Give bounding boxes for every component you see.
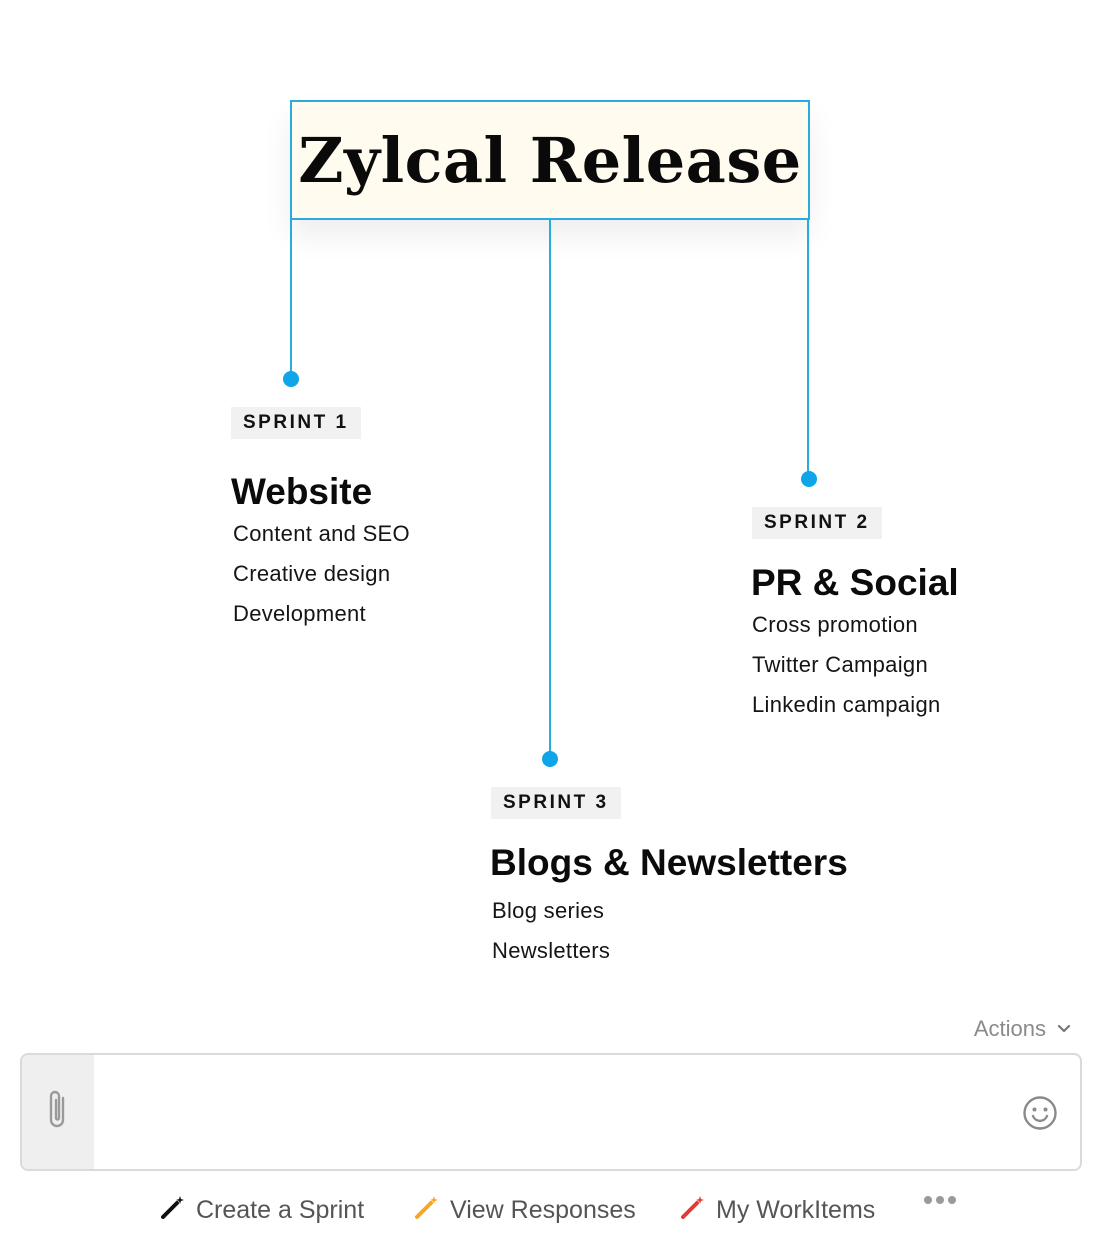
sprint-1-item: Creative design bbox=[233, 561, 391, 586]
shortcut-create-sprint[interactable]: Create a Sprint bbox=[160, 1188, 364, 1232]
node-dot-sprint-3 bbox=[542, 751, 558, 767]
shortcut-view-responses[interactable]: View Responses bbox=[414, 1188, 636, 1232]
message-composer bbox=[20, 1053, 1082, 1171]
shortcut-label: View Responses bbox=[450, 1195, 636, 1224]
sprint-tag-1: SPRINT 1 bbox=[231, 407, 361, 439]
sprint-1-item: Development bbox=[233, 601, 366, 626]
sprint-2-item: Linkedin campaign bbox=[752, 692, 941, 717]
magic-wand-icon bbox=[680, 1194, 706, 1227]
actions-label: Actions bbox=[973, 1016, 1046, 1041]
sprint-tag-3: SPRINT 3 bbox=[491, 787, 621, 819]
paperclip-icon bbox=[44, 1088, 72, 1137]
node-dot-sprint-1 bbox=[283, 371, 299, 387]
connector-sprint-3 bbox=[549, 218, 551, 758]
release-title: Zylcal Release bbox=[298, 123, 802, 197]
actions-dropdown[interactable]: Actions bbox=[974, 1016, 1072, 1042]
sprint-tag-2: SPRINT 2 bbox=[752, 507, 882, 539]
connector-sprint-2 bbox=[807, 218, 809, 478]
dot bbox=[936, 1196, 944, 1204]
magic-wand-icon bbox=[414, 1194, 440, 1227]
shortcut-label: My WorkItems bbox=[716, 1195, 876, 1224]
sprint-1-item: Content and SEO bbox=[233, 521, 410, 546]
node-dot-sprint-2 bbox=[801, 471, 817, 487]
sprint-title-3: Blogs & Newsletters bbox=[490, 842, 848, 883]
shortcut-label: Create a Sprint bbox=[196, 1195, 365, 1224]
release-title-box: Zylcal Release bbox=[290, 100, 810, 220]
magic-wand-icon bbox=[160, 1194, 186, 1227]
dot bbox=[948, 1196, 956, 1204]
dot bbox=[924, 1196, 932, 1204]
sprint-3-item: Blog series bbox=[492, 898, 605, 923]
sprint-2-item: Cross promotion bbox=[752, 612, 918, 637]
message-input[interactable] bbox=[106, 1065, 990, 1157]
attach-button[interactable] bbox=[22, 1055, 94, 1169]
more-options-button[interactable] bbox=[924, 1196, 956, 1204]
sprint-3-item: Newsletters bbox=[492, 938, 611, 963]
sprint-title-1: Website bbox=[231, 471, 373, 512]
chevron-down-icon bbox=[1056, 1016, 1072, 1042]
shortcut-my-workitems[interactable]: My WorkItems bbox=[680, 1188, 875, 1232]
smiley-icon[interactable] bbox=[1022, 1095, 1058, 1136]
sprint-title-2: PR & Social bbox=[751, 562, 959, 603]
sprint-2-item: Twitter Campaign bbox=[752, 652, 928, 677]
connector-sprint-1 bbox=[290, 218, 292, 378]
